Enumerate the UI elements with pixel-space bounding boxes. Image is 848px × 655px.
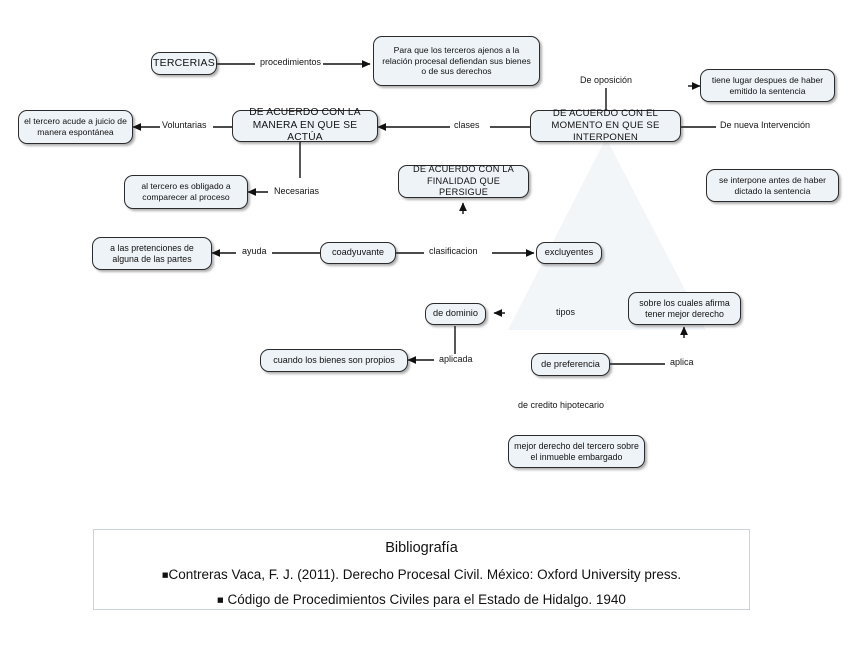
- edge-label-credito-hipotecario: de credito hipotecario: [518, 400, 604, 410]
- bibliography-entry-text: Código de Procedimientos Civiles para el…: [227, 592, 626, 607]
- node-label: se interpone antes de haber dictado la s…: [718, 174, 827, 196]
- node-label: sobre los cuales afirma tener mejor dere…: [639, 297, 730, 319]
- node-manera-en-que-se-actua[interactable]: DE ACUERDO CON LA MANERA EN QUE SE ACTÚA: [232, 106, 378, 144]
- bibliography-title: Bibliografía: [385, 540, 458, 556]
- edge-text: clases: [454, 120, 480, 130]
- node-bienes-propios[interactable]: cuando los bienes son propios: [260, 349, 408, 372]
- edge-label-tipos: tipos: [556, 307, 575, 317]
- node-de-dominio[interactable]: de dominio: [425, 303, 486, 325]
- edge-label-clasificacion: clasificacion: [427, 246, 480, 256]
- node-excluyentes[interactable]: excluyentes: [536, 242, 602, 264]
- node-label: excluyentes: [544, 247, 594, 258]
- edge-label-nueva-intervencion: De nueva Intervención: [718, 120, 813, 130]
- edge-text: De nueva Intervención: [720, 120, 811, 130]
- edge-text: Voluntarias: [162, 120, 207, 130]
- bibliography-entry: ■ Código de Procedimientos Civiles para …: [106, 592, 737, 607]
- node-finalidad-que-persigue[interactable]: DE ACUERDO CON LA FINALIDAD QUE PERSIGUE: [398, 164, 529, 198]
- node-proposito[interactable]: Para que los terceros ajenos a la relaci…: [373, 36, 540, 86]
- edge-label-procedimientos: procedimientos: [258, 57, 324, 67]
- edge-label-ayuda: ayuda: [240, 246, 269, 256]
- edge-text: ayuda: [242, 246, 267, 256]
- edge-label-necesarias: Necesarias: [272, 186, 322, 196]
- node-label: DE ACUERDO CON EL MOMENTO EN QUE SE INTE…: [551, 108, 660, 143]
- node-label: a las pretenciones de alguna de las part…: [110, 242, 194, 264]
- node-coadyuvante[interactable]: coadyuvante: [320, 242, 396, 264]
- edge-text: Necesarias: [274, 186, 320, 196]
- edge-text: aplica: [670, 357, 694, 367]
- node-label: DE ACUERDO CON LA MANERA EN QUE SE ACTÚA: [249, 106, 361, 144]
- node-tercerias[interactable]: TERCERIAS: [151, 52, 217, 75]
- node-label: coadyuvante: [331, 247, 385, 258]
- node-inmueble-embargado[interactable]: mejor derecho del tercero sobre el inmue…: [508, 435, 645, 468]
- edge-text: De oposición: [580, 75, 633, 85]
- node-label: tiene lugar despues de haber emitido la …: [711, 74, 824, 96]
- bullet-icon: ■: [161, 569, 169, 582]
- node-momento-en-que-se-interponen[interactable]: DE ACUERDO CON EL MOMENTO EN QUE SE INTE…: [530, 108, 681, 143]
- node-label: cuando los bienes son propios: [273, 354, 395, 365]
- edge-text: procedimientos: [260, 57, 322, 67]
- edge-text: aplicada: [439, 354, 473, 364]
- node-antes-de-sentencia[interactable]: se interpone antes de haber dictado la s…: [706, 169, 839, 202]
- node-label: el tercero acude a juicio de manera espo…: [24, 116, 127, 137]
- edge-label-aplica: aplica: [668, 357, 696, 367]
- node-label: al tercero es obligado a comparecer al p…: [141, 181, 231, 202]
- node-label: mejor derecho del tercero sobre el inmue…: [514, 440, 639, 462]
- node-label: Para que los terceros ajenos a la relaci…: [382, 44, 531, 77]
- node-tercero-obligado[interactable]: al tercero es obligado a comparecer al p…: [124, 175, 248, 209]
- node-pretenciones-partes[interactable]: a las pretenciones de alguna de las part…: [92, 237, 212, 270]
- node-label: TERCERIAS: [153, 56, 215, 69]
- node-label: de dominio: [433, 308, 478, 319]
- node-mejor-derecho[interactable]: sobre los cuales afirma tener mejor dere…: [628, 292, 741, 325]
- edge-text: de credito hipotecario: [518, 400, 605, 410]
- node-tercero-espontanea[interactable]: el tercero acude a juicio de manera espo…: [18, 110, 133, 144]
- edge-label-aplicada: aplicada: [437, 354, 475, 364]
- bullet-icon: ■: [217, 594, 224, 607]
- bibliography-entry: ■Contreras Vaca, F. J. (2011). Derecho P…: [106, 567, 737, 582]
- bibliography-entry-text: Contreras Vaca, F. J. (2011). Derecho Pr…: [168, 567, 682, 582]
- node-de-preferencia[interactable]: de preferencia: [531, 353, 610, 376]
- node-despues-de-sentencia[interactable]: tiene lugar despues de haber emitido la …: [700, 69, 835, 102]
- bibliography-panel: Bibliografía ■Contreras Vaca, F. J. (201…: [93, 529, 750, 610]
- node-label: de preferencia: [541, 358, 600, 369]
- edge-text: tipos: [556, 307, 576, 317]
- edge-label-voluntarias: Voluntarias: [160, 120, 209, 130]
- edge-label-clases: clases: [452, 120, 482, 130]
- edge-text: clasificacion: [429, 246, 478, 256]
- edge-label-de-oposicion: De oposición: [578, 75, 635, 85]
- node-label: DE ACUERDO CON LA FINALIDAD QUE PERSIGUE: [413, 164, 514, 198]
